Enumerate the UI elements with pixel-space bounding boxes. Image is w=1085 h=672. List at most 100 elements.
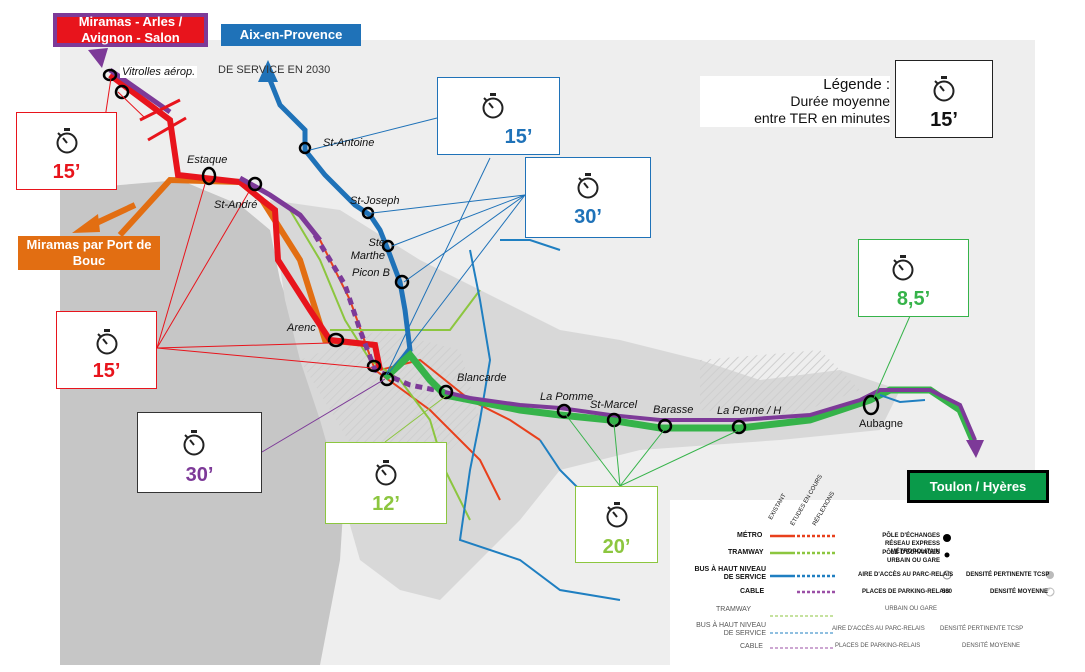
legend-pole-rem: PÔLE D'ÉCHANGES RÉSEAU EXPRESS MÉTROPOLI… <box>882 533 940 555</box>
legend-line-2: entre TER en minutes <box>754 110 890 126</box>
interval-box-west-top: 15’ <box>16 112 117 190</box>
legend-repeat-tram: TRAMWAY <box>716 606 751 613</box>
legend-pole-rem-icon <box>943 534 951 542</box>
ring-aubagne <box>862 394 880 416</box>
orange-arrow <box>72 214 100 233</box>
ring-st-andre <box>247 176 263 192</box>
legend-repeat-parc: AIRE D'ACCÈS AU PARC-RELAIS <box>832 626 925 632</box>
legend-line-1: Durée moyenne <box>790 93 890 109</box>
legend-repeat-density-mid: DENSITÉ MOYENNE <box>962 643 1021 649</box>
legend-density-mid-icon <box>1045 587 1055 597</box>
interval-box-center: 12’ <box>325 442 447 524</box>
stopwatch-icon <box>375 460 397 486</box>
legend-mode-bhns: BUS À HAUT NIVEAU DE SERVICE <box>694 566 766 581</box>
barrier-red-2 <box>147 116 187 142</box>
legend-density-high-icon <box>1046 571 1054 579</box>
destination-miramas-bouc: Miramas par Port de Bouc <box>18 236 160 270</box>
station-label-st-joseph: St-Joseph <box>350 195 400 207</box>
legend-parking-count: 500 <box>942 589 953 595</box>
legend-parking-places: PLACES DE PARKING-RELAIS <box>862 589 950 595</box>
ring-central-1 <box>366 359 382 373</box>
legend-density-high: DENSITÉ PERTINENTE TCSP <box>966 572 1050 578</box>
station-label-st-andre: St-André <box>214 199 258 211</box>
legend-mode-tram: TRAMWAY <box>728 549 764 556</box>
stopwatch-icon <box>892 255 914 281</box>
legend-parc-relais: AIRE D'ACCÈS AU PARC-RELAIS <box>858 572 954 578</box>
station-label-st-antoine: St-Antoine <box>323 137 375 149</box>
stopwatch-icon <box>606 502 627 528</box>
legend-mode-metro: MÉTRO <box>737 532 763 539</box>
tram-line-2 <box>330 289 481 331</box>
aubagne-bhns <box>879 394 926 404</box>
station-label-estaque: Estaque <box>187 154 228 166</box>
stopwatch-icon <box>183 430 205 456</box>
ring-estaque <box>201 166 217 186</box>
stopwatch-icon <box>482 93 504 119</box>
ter-line-aix-blue <box>265 74 413 380</box>
bhns-line <box>458 249 621 601</box>
station-label-blancarde: Blancarde <box>457 372 507 384</box>
station-label-st-marcel: St-Marcel <box>590 399 638 411</box>
legend-pole-urban-icon <box>944 552 950 558</box>
stopwatch-icon <box>96 329 117 355</box>
station-label-ste-marthe: Ste Marthe <box>350 237 385 262</box>
interval-value: 15’ <box>504 126 533 148</box>
interval-value: 12’ <box>372 493 400 515</box>
legend-repeat-density-high: DENSITÉ PERTINENTE TCSP <box>940 626 1024 632</box>
ring-picon <box>394 274 410 290</box>
legend-repeat-urban: URBAIN OU GARE <box>885 606 938 612</box>
legend-mode-cable: CABLE <box>740 588 765 595</box>
legend-pole-urban: PÔLE D'ÉCHANGES URBAIN OU GARE <box>882 550 940 564</box>
interval-value: 15’ <box>92 360 121 382</box>
cable-dotted-purple <box>312 233 446 395</box>
ring-arenc <box>327 332 345 348</box>
orange-arrow-shaft <box>88 202 137 229</box>
destination-miramas-arles: Miramas - Arles / Avignon - Salon <box>53 13 208 47</box>
interval-value: 8,5’ <box>896 288 931 310</box>
interval-value: 30’ <box>574 206 602 228</box>
hatched-zone-east <box>700 350 860 420</box>
ring-vitrolles <box>102 68 118 82</box>
ring-vitrolles-2 <box>114 84 130 100</box>
destination-aix: Aix-en-Provence <box>221 24 361 46</box>
station-label-aubagne: Aubagne <box>859 418 904 430</box>
ter-line-red <box>108 72 383 371</box>
ring-st-antoine <box>298 141 312 155</box>
stopwatch-icon <box>56 128 77 154</box>
station-label-la-pomme: La Pomme <box>540 391 594 403</box>
station-label-arenc: Arenc <box>287 322 316 334</box>
map-legend-panel <box>670 500 1060 670</box>
ring-la-pomme <box>556 403 572 419</box>
stopwatch-icon <box>933 76 955 102</box>
barrier-red-1 <box>139 98 181 122</box>
legend-repeat-cable: CABLE <box>740 643 763 650</box>
purple-arrow-east <box>966 440 984 458</box>
station-label-barasse: Barasse <box>653 404 694 416</box>
interval-box-west-bottom: 15’ <box>56 311 157 389</box>
legend-repeat-bhns: BUS À HAUT NIVEAU DE SERVICE <box>696 622 766 637</box>
legend-explanation: Légende : Durée moyenne entre TER en min… <box>700 76 890 127</box>
purple-arrow-nw <box>88 48 108 68</box>
interval-value: 30’ <box>185 464 214 486</box>
legend-title: Légende : <box>823 76 890 93</box>
legend-parc-relais-icon <box>942 570 952 580</box>
interval-value: 15’ <box>52 161 81 183</box>
legend-repeat-parking: PLACES DE PARKING-RELAIS <box>835 643 921 649</box>
interval-box-cable: 30’ <box>137 412 262 493</box>
map-partial-title: DE SERVICE EN 2030 <box>218 64 331 76</box>
legend-example-box: 15’ <box>895 60 993 138</box>
legend-example-value: 15’ <box>930 109 958 131</box>
destination-toulon: Toulon / Hyères <box>907 470 1049 503</box>
interval-box-north-b: 30’ <box>525 157 651 238</box>
interval-value: 20’ <box>602 536 631 558</box>
aix-arrow <box>258 60 278 82</box>
legend-density-mid: DENSITÉ MOYENNE <box>990 589 1049 595</box>
station-label-vitrolles: Vitrolles aérop. <box>120 66 198 78</box>
interval-box-north-a: 15’ <box>437 77 560 155</box>
interval-box-east-inner: 20’ <box>575 486 658 563</box>
interval-box-east-outer: 8,5’ <box>858 239 969 317</box>
station-label-picon: Picon B <box>352 267 390 279</box>
ring-blancarde <box>438 384 454 400</box>
ring-la-penne <box>731 419 747 435</box>
